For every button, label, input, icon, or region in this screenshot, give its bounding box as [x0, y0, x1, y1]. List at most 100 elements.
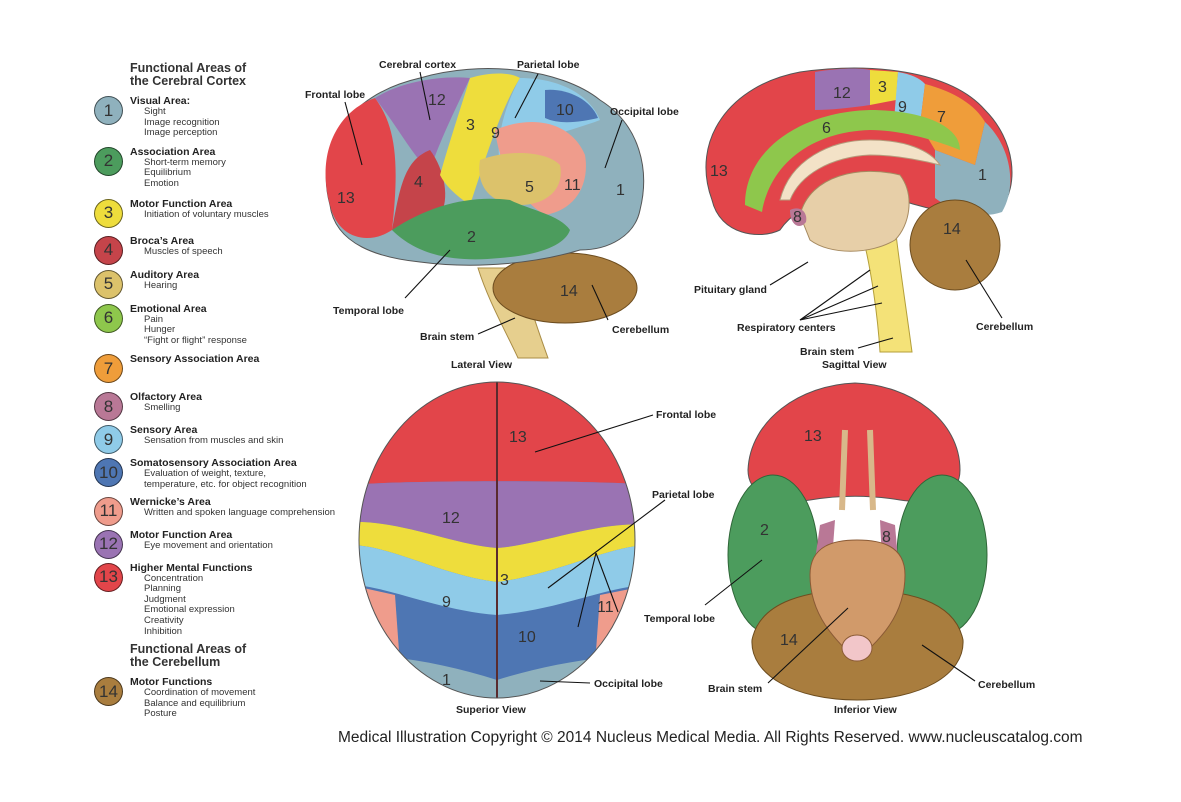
legend-detail: Evaluation of weight, texture, — [144, 468, 266, 480]
superior-num-12: 12 — [442, 510, 460, 527]
region-3-superior — [359, 521, 635, 582]
legend-detail: Initiation of voluntary muscles — [144, 208, 269, 220]
lateral-num-2: 2 — [467, 229, 476, 246]
lateral-num-12: 12 — [428, 92, 446, 109]
lateral-num-3: 3 — [466, 117, 475, 134]
inferior-view-brain — [727, 382, 988, 701]
legend-detail: Inhibition — [144, 625, 183, 637]
legend-badge-5: 5 — [94, 269, 123, 299]
region-10-lateral — [545, 89, 598, 123]
legend-detail: Planning — [144, 583, 181, 595]
legend-badge-11: 11 — [94, 496, 123, 526]
legend-item-7: 7 Sensory Association Area — [94, 353, 344, 384]
lateral-num-5: 5 — [525, 179, 534, 196]
legend-title: Emotional Area — [130, 302, 207, 315]
inferior-temporal-lobe-label: Temporal lobe — [644, 613, 715, 625]
legend-title: Broca’s Area — [130, 234, 195, 247]
brainstem-inferior — [809, 539, 906, 661]
region-9-superior — [359, 545, 635, 615]
brainstem-cross-section — [841, 634, 873, 662]
region-7-sagittal — [920, 84, 985, 165]
lateral-num-10: 10 — [556, 102, 574, 119]
legend-detail: Sight — [144, 106, 166, 117]
region-3-lateral — [440, 73, 520, 205]
lateral-temporal-lobe-label: Temporal lobe — [333, 305, 404, 317]
legend-detail: Eye movement and orientation — [144, 539, 273, 551]
lateral-parietal-lobe-label: Parietal lobe — [517, 59, 580, 71]
superior-parietal-lobe-label: Parietal lobe — [652, 489, 715, 501]
superior-num-13: 13 — [509, 429, 527, 446]
legend-detail: Short-term memory — [144, 156, 226, 168]
legend-detail: Concentration — [144, 572, 204, 584]
superior-num-10: 10 — [518, 629, 536, 646]
pituitary-gland-label: Pituitary gland — [694, 284, 767, 296]
region-12-superior — [359, 481, 635, 548]
lateral-num-1: 1 — [616, 182, 625, 199]
legend-badge-12: 12 — [94, 529, 123, 559]
lateral-num-9: 9 — [491, 125, 500, 142]
legend-title: Motor Function Area — [130, 197, 233, 210]
legend-detail: Hearing — [144, 279, 178, 291]
superior-view-brain — [359, 382, 635, 698]
lateral-cerebellum-label: Cerebellum — [612, 324, 669, 336]
region-13-lateral — [325, 98, 396, 238]
legend-title: Sensory Association Area — [130, 353, 260, 366]
lateral-num-11: 11 — [564, 177, 581, 194]
legend-detail: Equilibrium — [144, 167, 191, 179]
inferior-num-8: 8 — [882, 529, 891, 546]
inferior-cerebellum-label: Cerebellum — [978, 679, 1035, 691]
region-12-sagittal — [815, 68, 870, 110]
olfactory-tracts — [839, 429, 876, 511]
legend-badge-2: 2 — [94, 146, 123, 176]
region-8-sagittal — [790, 208, 807, 226]
legend-title: Motor Functions — [130, 676, 213, 689]
lateral-frontal-lobe-label: Frontal lobe — [305, 89, 365, 101]
legend-badge-10: 10 — [94, 458, 123, 488]
legend-detail: Pain — [144, 313, 164, 325]
legend-badge-4: 4 — [94, 235, 123, 265]
legend-title: Somatosensory Association Area — [130, 457, 297, 470]
legend-title: Sensory Area — [130, 424, 198, 437]
legend-detail: Image perception — [144, 127, 218, 139]
lateral-view-title: Lateral View — [451, 359, 513, 371]
legend-badge-6: 6 — [94, 303, 123, 333]
lateral-brain-stem-label: Brain stem — [420, 331, 474, 343]
legend-detail: Muscles of speech — [144, 245, 223, 257]
region-9-sagittal — [894, 72, 925, 125]
lateral-num-4: 4 — [414, 174, 423, 191]
legend-detail: temperature, etc. for object recognition — [144, 478, 307, 490]
lateral-view-brain — [325, 68, 645, 359]
brain-stem-sagittal — [859, 224, 913, 353]
copyright-notice: Medical Illustration Copyright © 2014 Nu… — [338, 729, 1083, 746]
legend-panel: Functional Areas of the Cerebral Cortex … — [94, 62, 344, 720]
superior-view-leaders — [534, 414, 666, 684]
region-11-superior — [359, 585, 400, 665]
region-13-superior — [359, 382, 635, 485]
cerebellum-sagittal — [909, 199, 1001, 291]
lateral-num-14: 14 — [560, 283, 578, 300]
legend-title: Auditory Area — [130, 268, 200, 281]
sagittal-view-leaders — [769, 259, 1003, 349]
legend-badge-7: 7 — [94, 354, 123, 384]
sagittal-num-9: 9 — [898, 99, 907, 116]
legend-detail: Emotion — [144, 177, 179, 189]
legend-detail: Balance and equilibrium — [144, 697, 246, 709]
legend-detail: Judgment — [144, 593, 186, 605]
region-6-sagittal — [745, 110, 960, 212]
legend-badge-1: 1 — [94, 96, 123, 125]
region-2-lateral — [392, 198, 570, 260]
sagittal-num-13: 13 — [710, 163, 728, 180]
sagittal-cerebellum-label: Cerebellum — [976, 321, 1033, 333]
legend-title: Motor Function Area — [130, 528, 233, 541]
region-12-lateral — [375, 77, 470, 170]
legend-badge-9: 9 — [94, 425, 123, 455]
inferior-brain-stem-label: Brain stem — [708, 683, 762, 695]
